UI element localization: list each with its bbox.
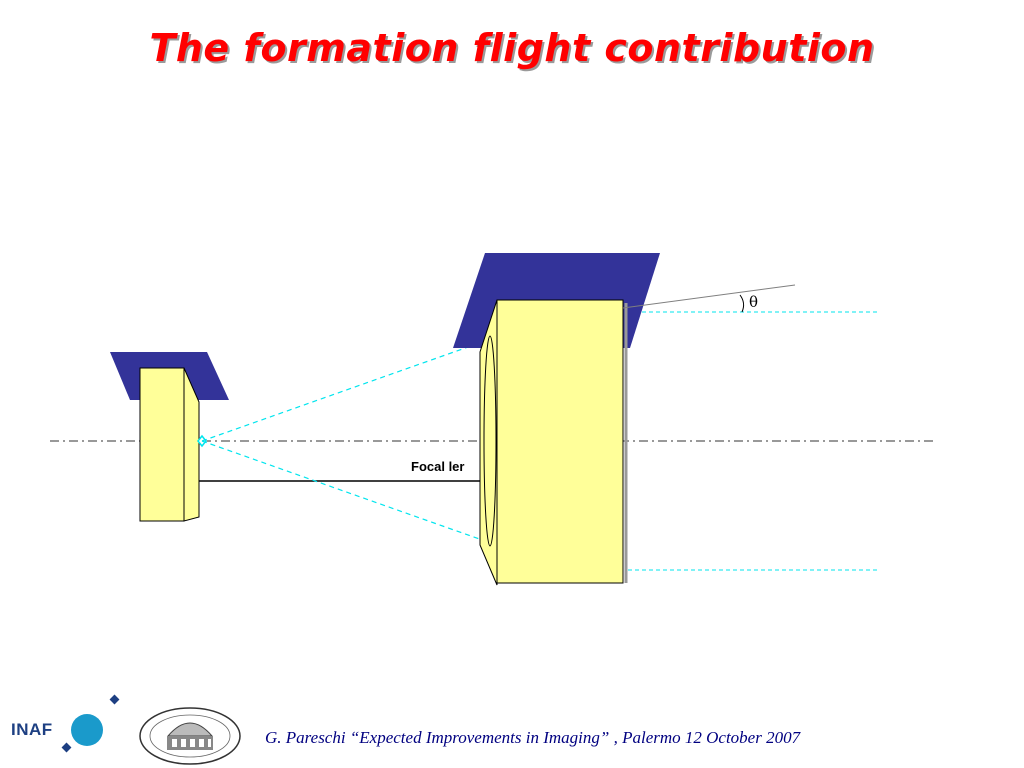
tilt-line xyxy=(622,284,796,309)
observatory-seal-icon xyxy=(139,707,241,765)
detector-spacecraft xyxy=(110,352,229,522)
formation-flight-diagram: Focal ler θ xyxy=(50,253,935,586)
light-ray-lower-converging xyxy=(201,440,486,542)
theta-angle-arc xyxy=(739,294,745,313)
optics-spacecraft xyxy=(453,253,660,586)
slide-title: The formation flight contribution xyxy=(149,26,875,70)
inaf-logo-text: INAF xyxy=(11,720,53,739)
optics-aperture-lens xyxy=(483,335,497,547)
theta-label: θ xyxy=(749,293,758,311)
light-ray-upper-converging xyxy=(201,340,486,442)
footer-logos xyxy=(61,694,241,765)
focal-length-label: Focal ler xyxy=(411,459,464,474)
detector-body xyxy=(139,367,185,522)
inaf-logo-icon xyxy=(61,694,120,753)
footer-citation: G. Pareschi “Expected Improvements in Im… xyxy=(265,728,801,747)
optics-body xyxy=(496,299,624,584)
